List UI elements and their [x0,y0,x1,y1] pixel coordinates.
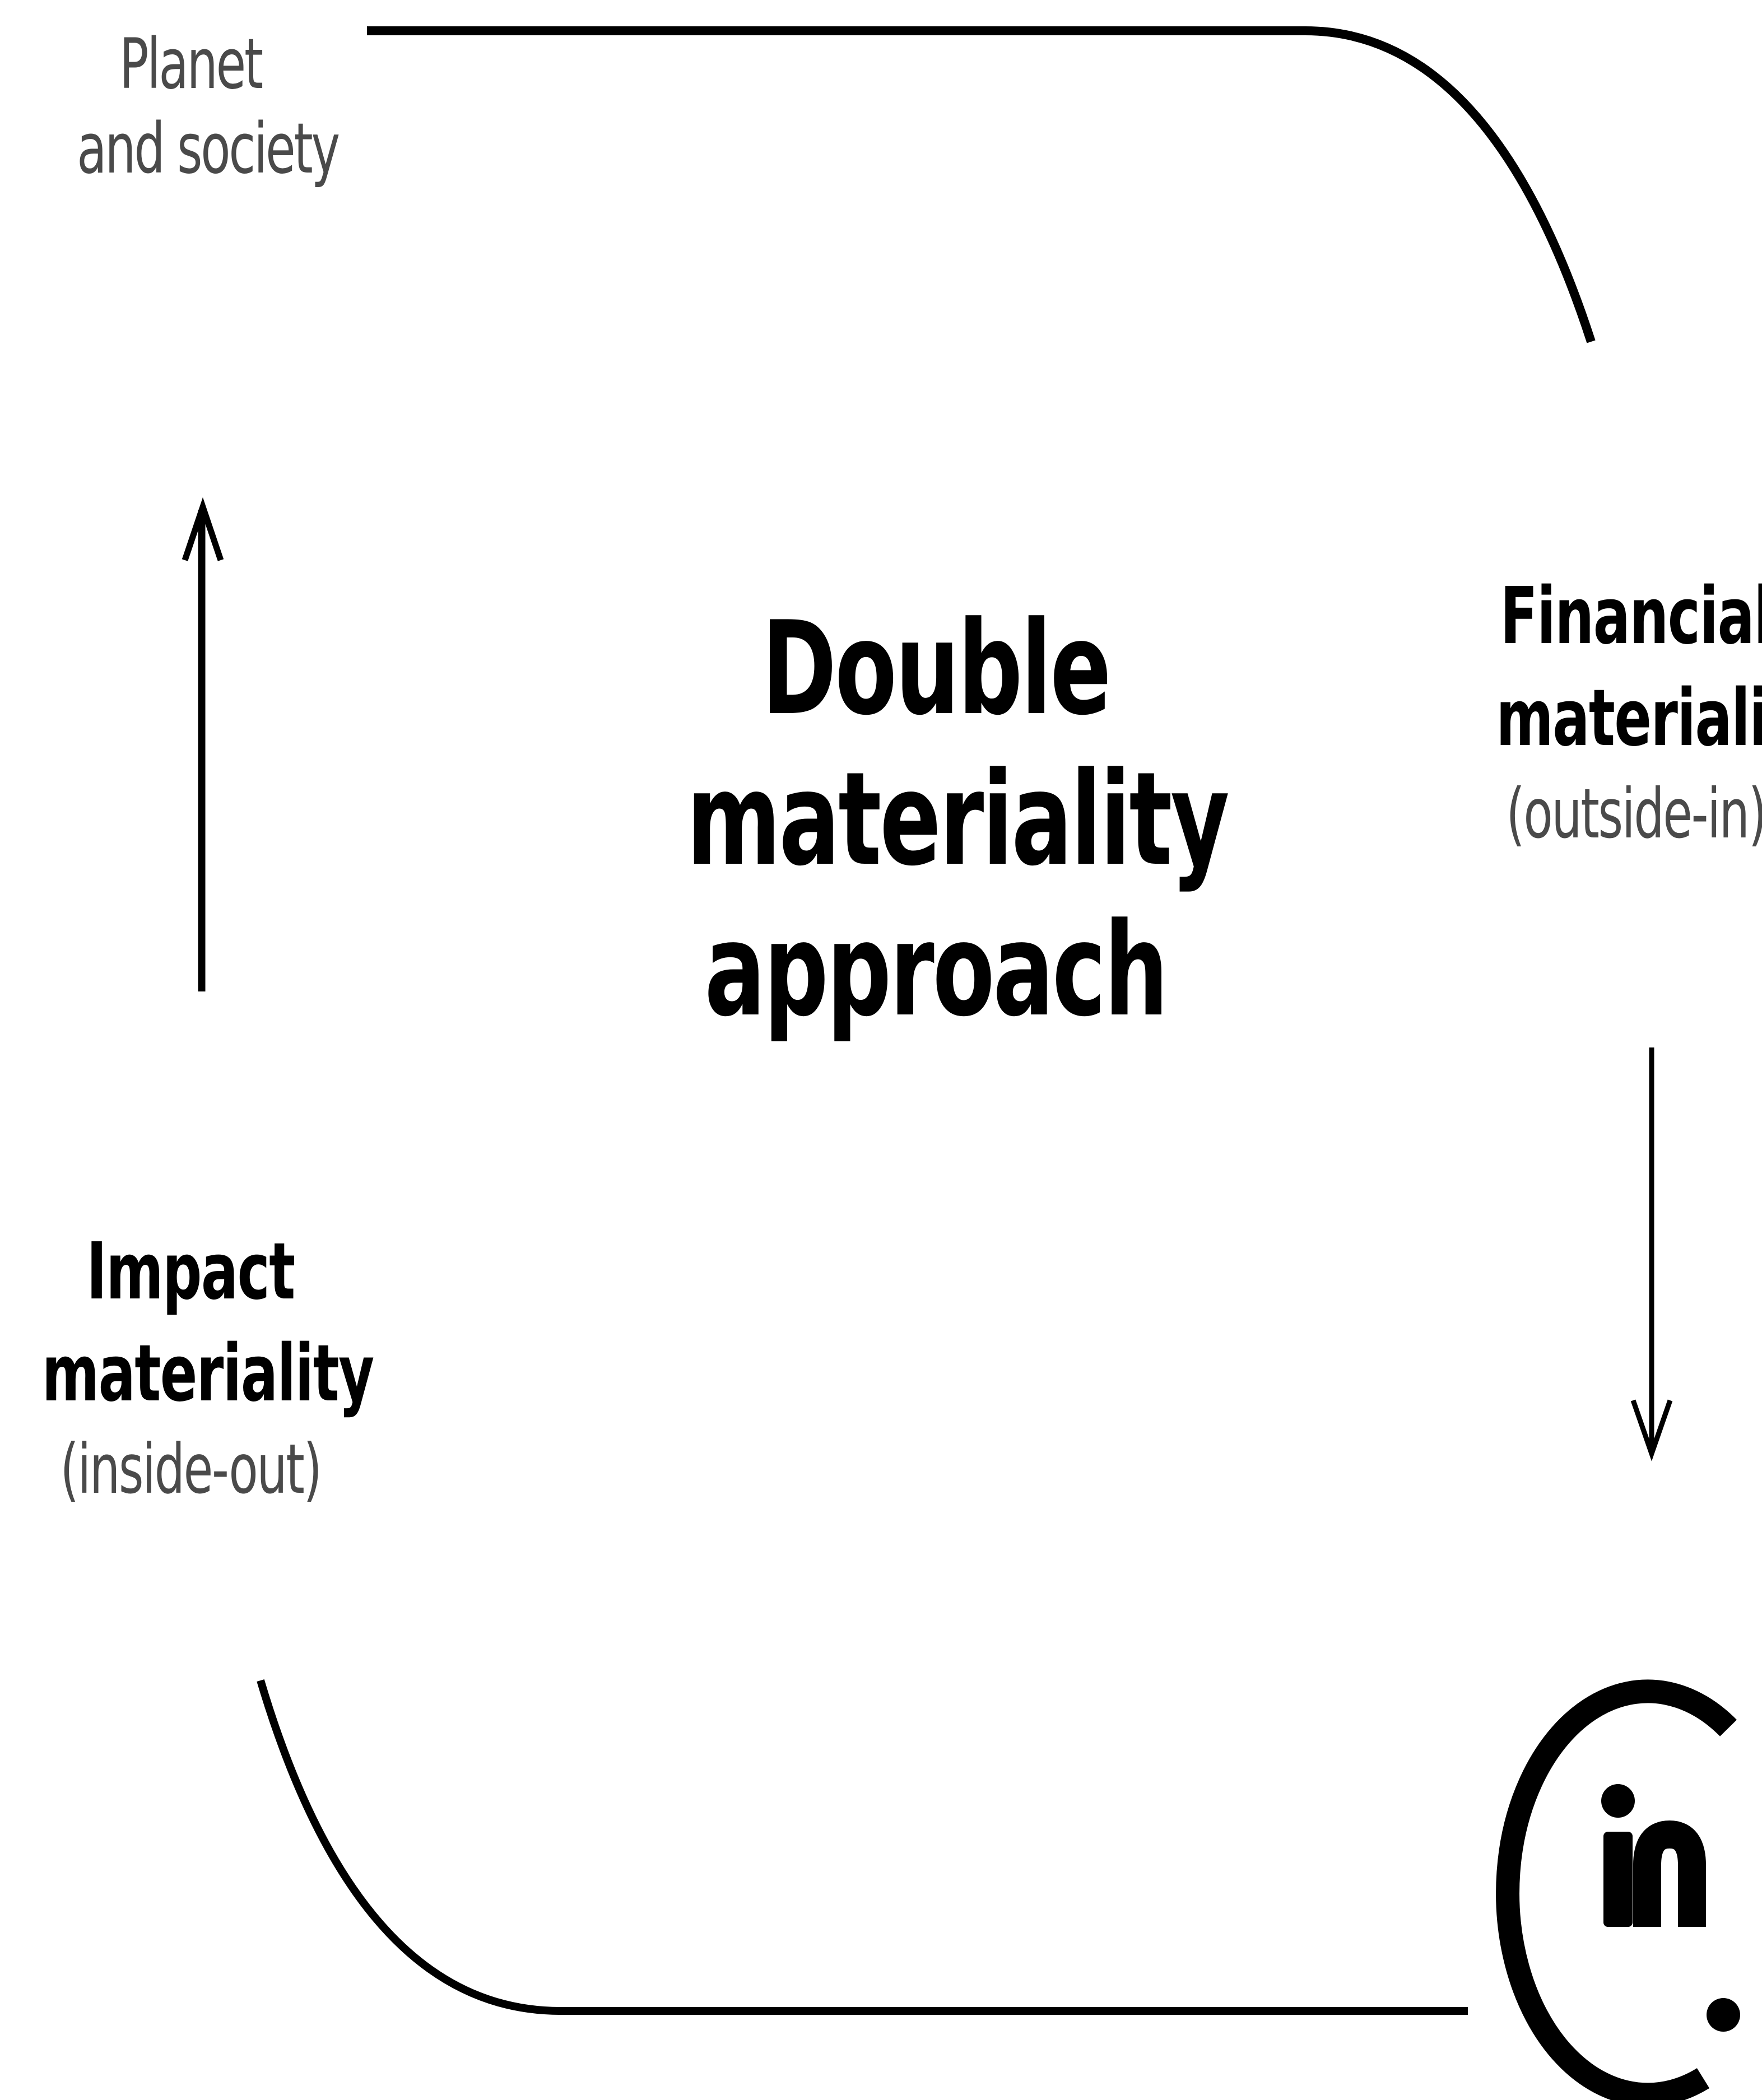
down-arrow-icon [1630,1047,1673,1461]
planet-label-line1: Planet [119,24,263,105]
in-logo-icon [1496,1679,1740,2100]
top-connector-line [367,26,1596,343]
impact-materiality-label: Impact materiality (inside-out) [41,1221,374,1514]
title-line1: Double [761,594,1112,744]
title-line3: approach [704,896,1168,1046]
financial-materiality-label: Financial materiality (outside-in) [1496,566,1762,859]
financial-subtitle: (outside-in) [1506,774,1762,854]
impact-subtitle: (inside-out) [60,1430,322,1509]
diagram-title: Double materiality approach [686,594,1229,1046]
financial-title-line1: Financial [1500,571,1762,662]
impact-title-line1: Impact [86,1226,295,1317]
impact-title-line2: materiality [41,1328,374,1419]
bottom-connector-line [257,1679,1468,2015]
financial-title-line2: materiality [1496,673,1762,764]
planet-society-label: Planet and society [77,22,340,192]
title-line2: materiality [686,745,1229,895]
planet-label-line2: and society [77,109,340,190]
up-arrow-icon [182,497,224,991]
